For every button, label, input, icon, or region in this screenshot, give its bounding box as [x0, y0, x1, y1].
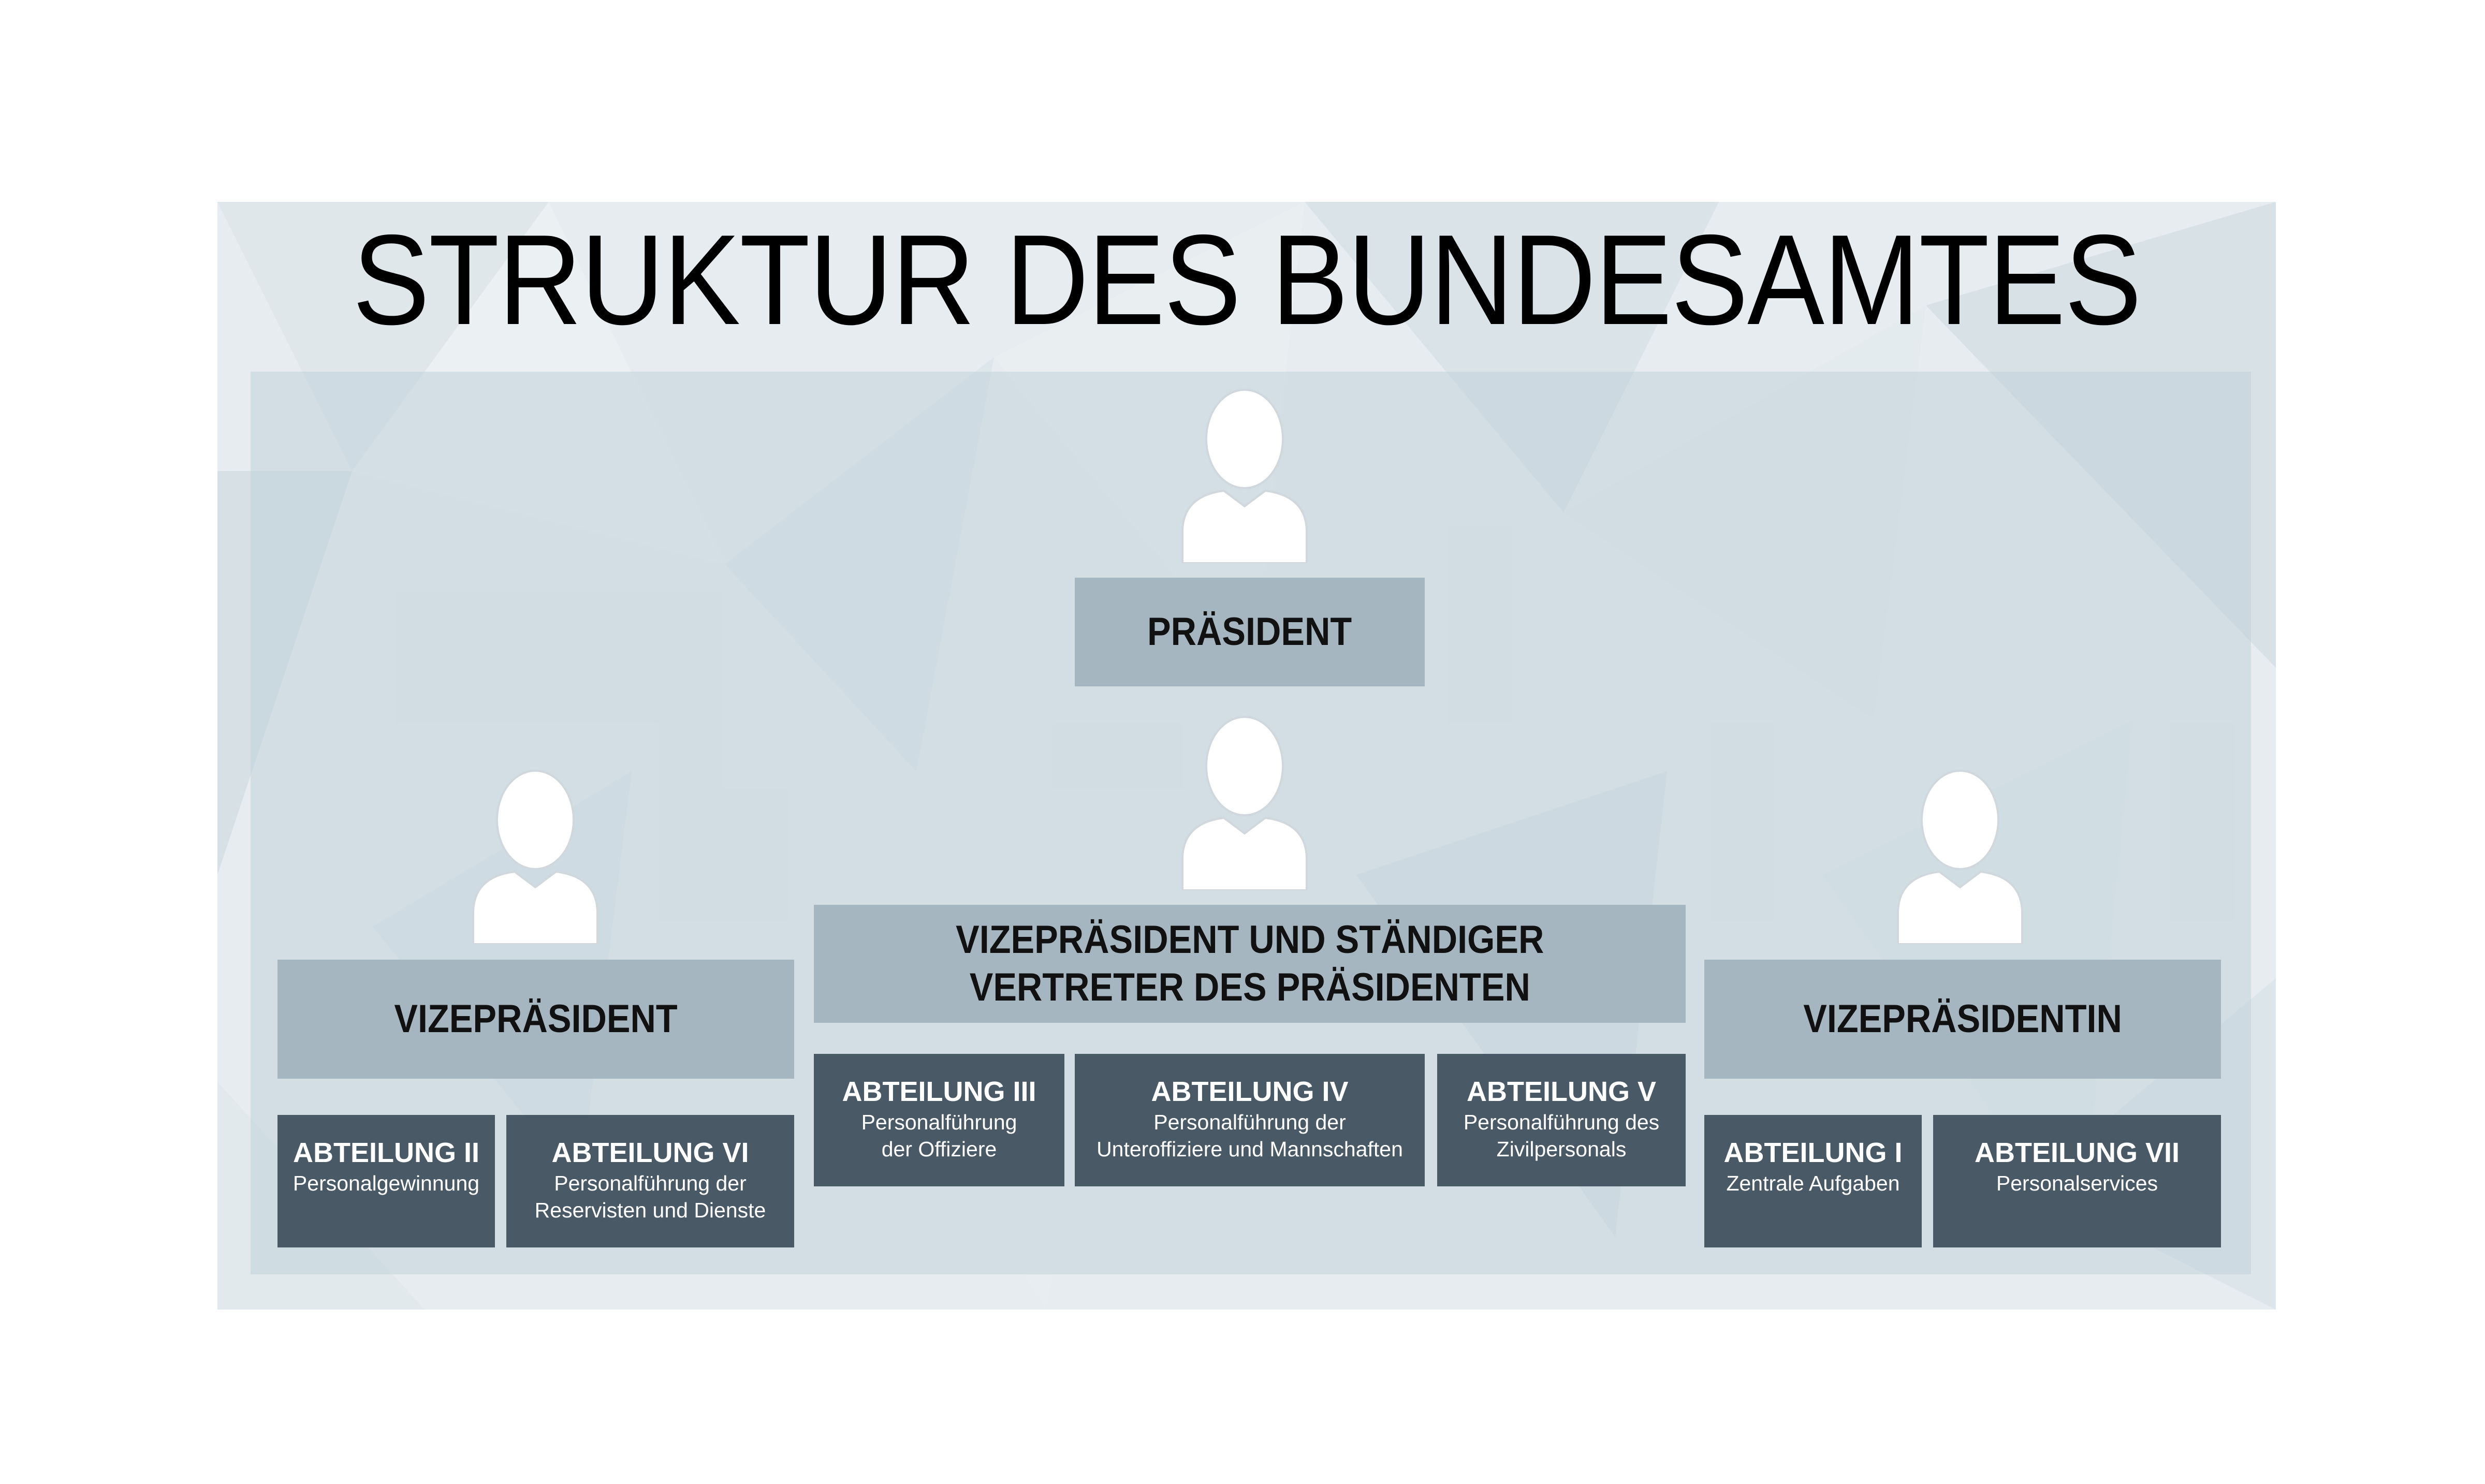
- vice-president-left-box: VIZEPRÄSIDENT: [277, 960, 794, 1079]
- department-box-abt7: ABTEILUNG VII Personalservices: [1933, 1115, 2221, 1247]
- department-name: ABTEILUNG IV: [1151, 1076, 1349, 1107]
- person-icon: [1181, 389, 1308, 563]
- department-name: ABTEILUNG III: [842, 1076, 1036, 1107]
- department-name: ABTEILUNG VI: [551, 1137, 749, 1168]
- department-name: ABTEILUNG II: [293, 1137, 479, 1168]
- department-description: Personalgewinnung: [293, 1171, 480, 1195]
- department-box-abt5: ABTEILUNG V Personalführung des Zivilper…: [1437, 1054, 1686, 1186]
- department-description: Zentrale Aufgaben: [1726, 1171, 1900, 1195]
- vice-president-right-box: VIZEPRÄSIDENTIN: [1704, 960, 2221, 1079]
- department-name: ABTEILUNG VII: [1974, 1137, 2180, 1168]
- department-box-abt2: ABTEILUNG II Personalgewinnung: [277, 1115, 495, 1247]
- vice-president-center-label: VIZEPRÄSIDENT UND STÄNDIGER VERTRETER DE…: [955, 918, 1544, 1009]
- department-box-abt3: ABTEILUNG III Personalführung der Offizi…: [814, 1054, 1064, 1186]
- department-box-abt1: ABTEILUNG I Zentrale Aufgaben: [1704, 1115, 1922, 1247]
- vice-president-center-box: VIZEPRÄSIDENT UND STÄNDIGER VERTRETER DE…: [814, 905, 1686, 1023]
- person-icon: [1897, 770, 2023, 944]
- department-name: ABTEILUNG V: [1466, 1076, 1656, 1107]
- department-description: Personalführung des Zivilpersonals: [1463, 1110, 1660, 1161]
- department-box-abt4: ABTEILUNG IV Personalführung der Unterof…: [1075, 1054, 1425, 1186]
- department-name: ABTEILUNG I: [1723, 1137, 1903, 1168]
- vice-president-left-label: VIZEPRÄSIDENT: [394, 997, 678, 1041]
- department-description: Personalführung der Reservisten und Dien…: [534, 1171, 766, 1222]
- president-box: PRÄSIDENT: [1075, 578, 1425, 686]
- department-description: Personalführung der Unteroffiziere und M…: [1097, 1110, 1403, 1161]
- person-icon: [1181, 716, 1308, 890]
- department-box-abt6: ABTEILUNG VI Personalführung der Reservi…: [506, 1115, 794, 1247]
- page-title: STRUKTUR DES BUNDESAMTES: [352, 208, 2142, 351]
- vice-president-right-label: VIZEPRÄSIDENTIN: [1803, 997, 2122, 1041]
- president-label: PRÄSIDENT: [1147, 610, 1352, 654]
- person-icon: [472, 770, 598, 944]
- department-description: Personalservices: [1996, 1171, 2158, 1195]
- department-description: Personalführung der Offiziere: [861, 1110, 1017, 1161]
